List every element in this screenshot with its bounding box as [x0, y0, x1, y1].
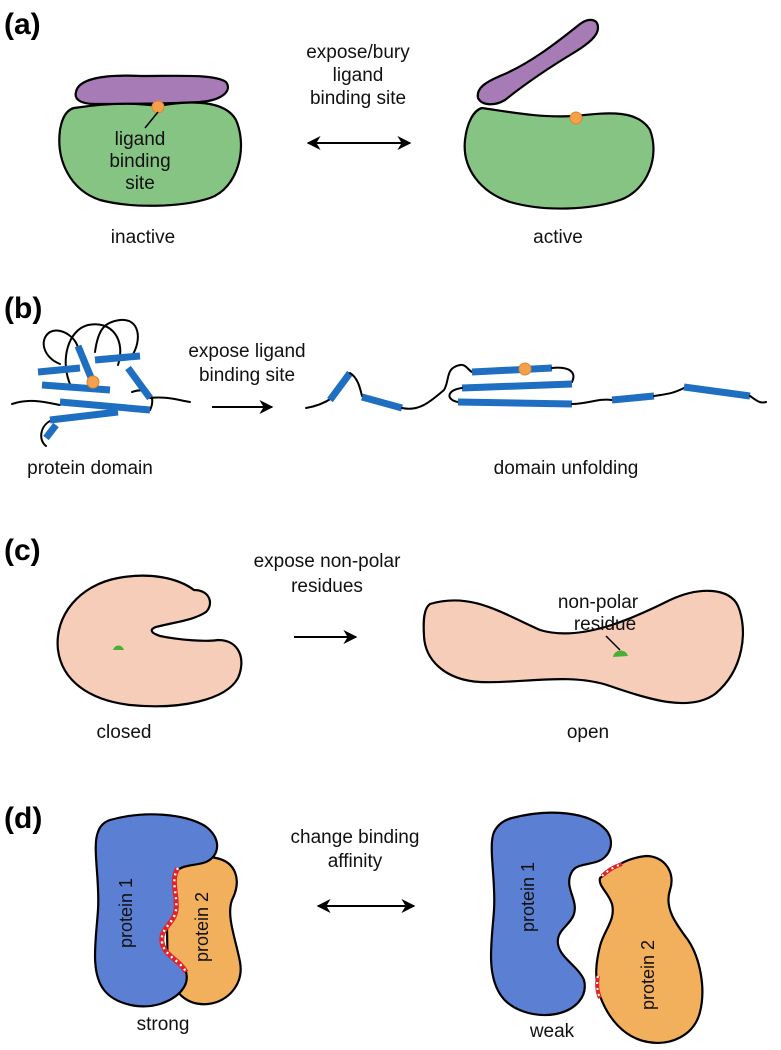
- caption-d-line2: affinity: [328, 851, 383, 872]
- site-label-line2: binding: [109, 151, 170, 172]
- inactive-lid: [74, 74, 229, 106]
- nonpolar-label-line1: non-polar: [558, 592, 639, 613]
- active-lid: [476, 18, 600, 106]
- nonpolar-open: [613, 650, 628, 657]
- caption-a-line2: ligand: [333, 65, 384, 86]
- caption-d-line1: change binding: [291, 827, 420, 848]
- caption-b-line2: binding site: [199, 365, 295, 386]
- weak-interface-bottom-dots: [596, 975, 601, 999]
- site-label-line3: site: [125, 173, 155, 194]
- panel-b-letter: (b): [4, 292, 42, 325]
- domain-unfolding-label: domain unfolding: [494, 458, 639, 479]
- nonpolar-label-line2: residue: [574, 614, 636, 635]
- panel-c-letter: (c): [4, 534, 41, 567]
- open-label: open: [567, 722, 609, 743]
- unfolded-domain: [305, 362, 767, 412]
- weak-label: weak: [529, 1021, 575, 1042]
- closed-protein: [56, 574, 243, 708]
- weak-protein2: [595, 854, 704, 1044]
- nonpolar-pointer-line: [605, 635, 621, 651]
- strong-label: strong: [137, 1014, 190, 1035]
- caption-a-line3: binding site: [310, 88, 406, 109]
- caption-a-line1: expose/bury: [306, 42, 410, 63]
- inactive-ligand: [151, 100, 165, 114]
- inactive-label: inactive: [111, 227, 175, 248]
- closed-label: closed: [97, 722, 152, 743]
- nonpolar-closed: [113, 645, 124, 650]
- weak-interface-top-dots: [601, 863, 623, 877]
- strong-protein2-label: protein 2: [192, 892, 212, 962]
- panel-d: (d) protein 1 protein 2 strong change bi…: [4, 802, 704, 1044]
- weak-protein1-label: protein 1: [518, 862, 538, 932]
- strong-protein1-label: protein 1: [116, 878, 136, 948]
- site-label-line1: ligand: [115, 129, 166, 150]
- protein-domain-label: protein domain: [27, 458, 153, 479]
- weak-protein2-label: protein 2: [638, 940, 658, 1010]
- panel-c: (c) closed expose non-polar residues non…: [4, 534, 744, 743]
- site-pointer-line: [144, 111, 159, 129]
- caption-b-line1: expose ligand: [188, 341, 305, 362]
- active-domain: [463, 106, 655, 210]
- active-label: active: [533, 227, 583, 248]
- open-protein: [422, 589, 744, 705]
- caption-c-line1: expose non-polar: [254, 551, 401, 572]
- panel-a: (a) ligand binding site inactive expose/…: [4, 8, 655, 248]
- weak-protein1: [489, 811, 613, 1017]
- strong-interface-dots: [160, 867, 188, 973]
- active-ligand: [569, 111, 583, 125]
- panel-d-letter: (d): [4, 802, 42, 835]
- folded-ligand: [86, 375, 100, 389]
- panel-a-letter: (a): [4, 8, 41, 41]
- folded-domain: [11, 318, 191, 447]
- panel-b: (b) protein domain expose ligand binding…: [4, 292, 767, 479]
- caption-c-line2: residues: [291, 576, 363, 597]
- unfolded-ligand: [518, 362, 532, 376]
